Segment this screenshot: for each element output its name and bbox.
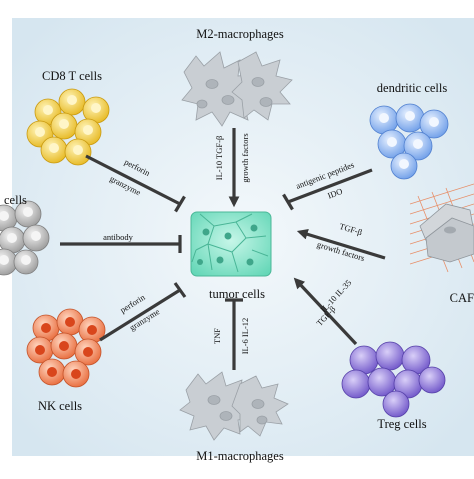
m2-macrophages-label: M2-macrophages (196, 27, 284, 41)
m1-signal-label-1: TNF (212, 328, 222, 344)
caf-arrow (296, 229, 386, 260)
caf-label: CAF (450, 291, 474, 305)
cd8-inhibition (85, 154, 186, 213)
dendritic-inhibition (282, 168, 373, 211)
dendritic-cells-label: dendritic cells (377, 81, 448, 95)
treg-arrow (293, 277, 358, 346)
m1-macrophage-cluster (179, 371, 289, 441)
b-cell-signal-label: antibody (103, 232, 133, 242)
tumor-cells-label: tumor cells (209, 287, 265, 301)
nk-cell-cluster (26, 308, 106, 388)
caf-cluster (409, 183, 474, 273)
b-cell-cluster (0, 200, 50, 276)
m2-macrophage-cluster (181, 51, 293, 127)
tumor-cells-cluster (190, 211, 272, 277)
nk-inhibition (99, 282, 187, 342)
nk-cells-label: NK cells (38, 399, 82, 413)
m1-inhibition (225, 298, 243, 370)
b-cell-inhibition (60, 235, 182, 253)
dendritic-cell-cluster (369, 103, 449, 180)
m1-signal-label-2: IL-6 IL-12 (240, 318, 250, 355)
b-cells-label: cells (4, 193, 27, 207)
treg-cell-cluster (341, 341, 446, 418)
treg-cells-label: Treg cells (377, 417, 426, 431)
m1-macrophages-label: M1-macrophages (196, 449, 284, 463)
m2-signal-label-2: growth factors (240, 133, 250, 182)
m2-signal-label-1: IL-10 TGF-β (214, 136, 224, 181)
cd8-t-cells-label: CD8 T cells (42, 69, 102, 83)
cd8-t-cell-cluster (26, 88, 110, 166)
